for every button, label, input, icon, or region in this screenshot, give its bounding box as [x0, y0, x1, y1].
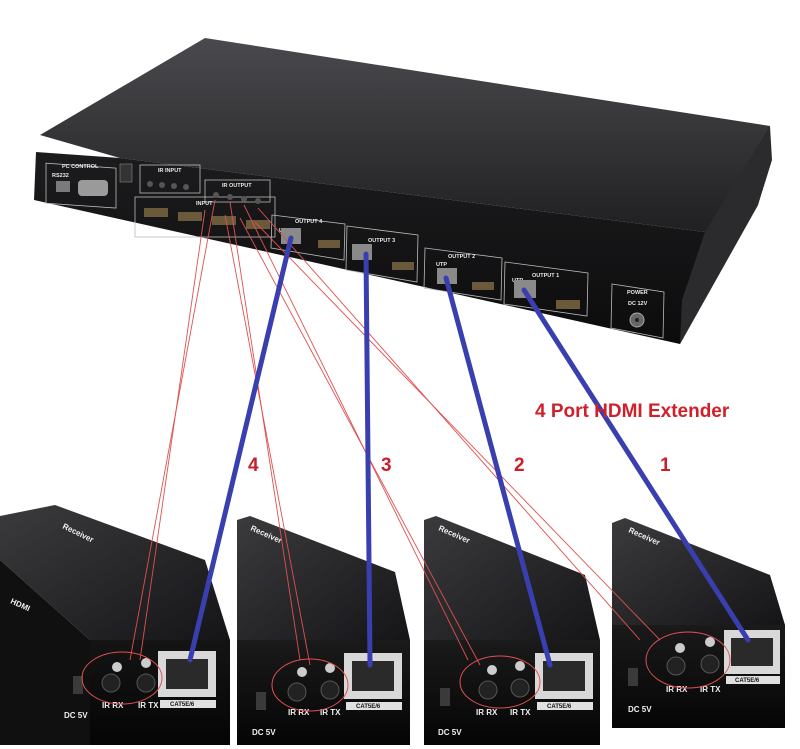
receiver-3-dc-label: DC 5V — [252, 728, 276, 737]
output-2-hdmi — [472, 282, 494, 290]
receiver-4-ir-rx-jack — [101, 673, 121, 693]
power-jack-pin — [635, 318, 639, 322]
pc-control-box — [45, 162, 117, 209]
receiver-3-dc-jack — [256, 692, 266, 710]
receiver-3-port-label-bg — [346, 702, 402, 710]
cat-cables — [187, 235, 751, 668]
receiver-3-ir-tx-label: IR TX — [320, 708, 341, 717]
receiver-2-ir-tx-led — [515, 661, 525, 671]
rj-port-pc — [56, 181, 70, 192]
receiver-3-ir-highlight — [271, 658, 349, 712]
output-2-label: OUTPUT 2 — [448, 254, 475, 260]
receiver-2-ir-tx-jack — [510, 678, 530, 698]
receiver-2-dc-jack — [440, 688, 450, 706]
receiver-4-ir-rx-led — [112, 662, 122, 672]
receiver-4-port-label-bg — [160, 700, 216, 708]
output-1-hdmi — [556, 300, 580, 309]
receiver-2-port-label: CAT5E/6 — [547, 704, 572, 710]
receiver-2-ir-tx-label: IR TX — [510, 708, 531, 717]
receiver-1: Receiver CAT5E/6 DC 5V IR RX IR TX — [612, 518, 785, 728]
receiver-4-dc-label: DC 5V — [64, 711, 88, 720]
receiver-2-ir-highlight — [459, 655, 541, 709]
db9-port — [78, 180, 108, 196]
switch-front-panel — [34, 152, 760, 344]
receiver-1-dc-label: DC 5V — [628, 705, 652, 714]
input-label: INPUT — [196, 201, 213, 207]
receiver-4-dc-jack — [73, 676, 83, 694]
receiver-3-ir-tx-led — [325, 663, 335, 673]
ir-ext-port — [119, 163, 133, 183]
receiver-1-port-label-bg — [726, 676, 780, 684]
receiver-4-ir-tx-jack — [136, 673, 156, 693]
receiver-2-ir-rx-led — [487, 665, 497, 675]
receiver-1-ir-tx-led — [705, 637, 715, 647]
receiver-3-ir-rx-led — [297, 667, 307, 677]
ir-input-box — [139, 164, 201, 194]
receiver-1-ir-rx-label: IR RX — [666, 685, 688, 694]
receiver-4-rj45-opening — [166, 659, 208, 689]
receiver-4-ir-tx-label: IR TX — [138, 701, 159, 710]
output-2-utp: UTP — [436, 262, 447, 268]
receiver-1-ir-rx-jack — [666, 656, 686, 676]
receiver-2-ir-rx-jack — [478, 680, 498, 700]
receiver-4-ir-tx-led — [141, 658, 151, 668]
cable-number-4: 4 — [248, 455, 259, 476]
ir-output-label: IR OUTPUT — [222, 183, 252, 189]
ir-input-label: IR INPUT — [158, 168, 182, 174]
receiver-4-ir-rx-label: IR RX — [102, 701, 124, 710]
output-4-label: OUTPUT 4 — [295, 219, 323, 225]
receiver-1-ir-tx-label: IR TX — [700, 685, 721, 694]
receiver-3-rj45-opening — [352, 661, 394, 691]
output-3-label: OUTPUT 3 — [368, 238, 395, 244]
rs232-label: RS232 — [52, 173, 69, 179]
receiver-4-ir-highlight — [81, 651, 163, 705]
receiver-1-rj45-opening — [731, 638, 773, 666]
receiver-1-ir-tx-jack — [700, 654, 720, 674]
cable-number-2: 2 — [514, 455, 525, 476]
receiver-2-port-label-bg — [537, 702, 593, 710]
switch-top-surface — [40, 38, 770, 232]
output-1-label: OUTPUT 1 — [532, 273, 559, 279]
receiver-3-ir-rx-label: IR RX — [288, 708, 310, 717]
ir-output-jacks — [213, 192, 261, 204]
output-3-rj45 — [352, 244, 372, 260]
receiver-1-port-label: CAT5E/6 — [735, 678, 760, 684]
ir-output-box — [204, 179, 271, 203]
product-title: 4 Port HDMI Extender — [535, 401, 730, 422]
power-dc-label: DC 12V — [628, 301, 648, 307]
power-label: POWER — [627, 290, 648, 296]
receiver-2-dc-label: DC 5V — [438, 728, 462, 737]
cable-number-3: 3 — [381, 455, 392, 476]
output-3-hdmi — [392, 262, 414, 270]
receiver-4-port-label: CAT5E/6 — [170, 702, 195, 708]
receiver-2-ir-rx-label: IR RX — [476, 708, 498, 717]
receiver-1-dc-jack — [628, 668, 638, 686]
receiver-2: Receiver CAT5E/6 DC 5V IR RX IR TX — [424, 516, 600, 745]
power-block: POWER DC 12V — [610, 283, 665, 339]
cable-number-1: 1 — [660, 455, 671, 476]
receiver-3: Receiver CAT5E/6 DC 5V IR RX IR TX — [237, 516, 410, 745]
pc-control-label: PC CONTROL — [62, 164, 99, 170]
ir-input-jacks — [147, 181, 189, 190]
hdmi-extender-switch: PC CONTROL RS232 IR INPUT INPUT IR OUTPU… — [34, 38, 772, 344]
receiver-3-port-label: CAT5E/6 — [356, 704, 381, 710]
receiver-1-ir-highlight — [645, 631, 731, 689]
switch-side-panel — [680, 126, 772, 344]
receiver-1-ir-rx-led — [675, 643, 685, 653]
receiver-3-ir-tx-jack — [320, 680, 340, 700]
receiver-3-ir-rx-jack — [287, 682, 307, 702]
receiver-4: HDMI Receiver CAT5E/6 DC 5V IR RX IR TX — [0, 505, 230, 745]
output-4-hdmi — [318, 240, 340, 248]
